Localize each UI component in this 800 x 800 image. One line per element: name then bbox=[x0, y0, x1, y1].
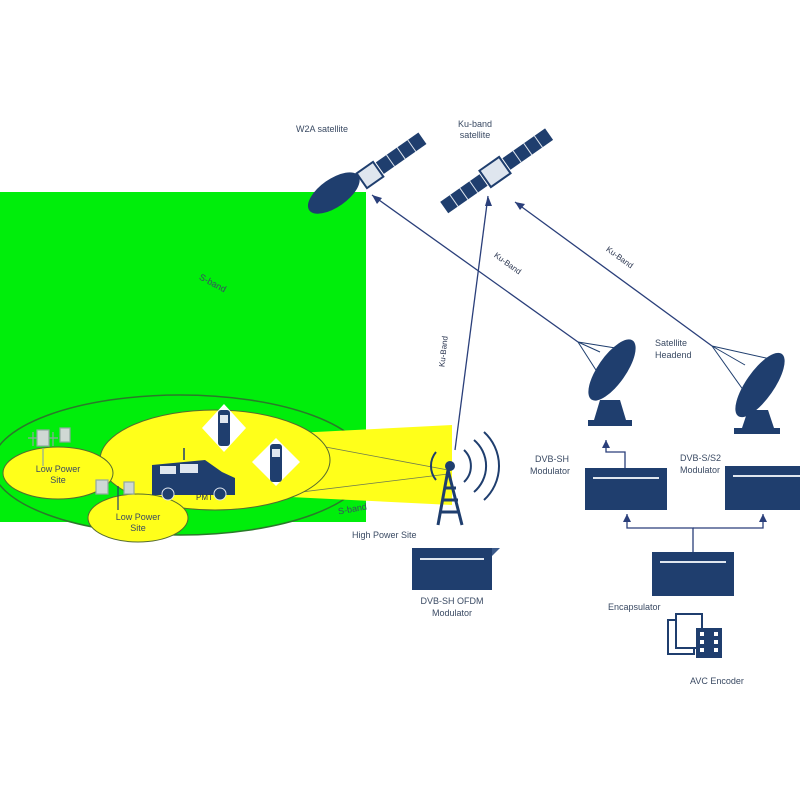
link-dish-to-dvbsh bbox=[605, 440, 626, 468]
low-power-site-1-label-line2: Site bbox=[50, 475, 66, 485]
high-power-site-label: High Power Site bbox=[352, 530, 417, 540]
dvbs2-modulator-label-line2: Modulator bbox=[680, 465, 721, 475]
ofdm-modulator-box-icon bbox=[412, 548, 500, 590]
low-power-site-2-zone bbox=[87, 493, 189, 543]
avc-encoder-files-icon bbox=[667, 613, 722, 658]
dvbs2-modulator-label-line1: DVB-S/S2 bbox=[680, 453, 722, 463]
satellite-dish-2-icon bbox=[711, 345, 785, 434]
low-power-antenna-icon-2 bbox=[95, 479, 135, 510]
link-ku-to-tower bbox=[454, 195, 489, 451]
avc-encoder-label: AVC Encoder bbox=[690, 676, 744, 686]
link-encap-to-modulators bbox=[626, 514, 694, 552]
low-power-site-2-label-line2: Site bbox=[130, 523, 146, 533]
van-label: PMT bbox=[196, 493, 213, 502]
dvbsh-modulator-label-line1: DVB-SH bbox=[535, 454, 570, 464]
w2a-satellite-label: W2A satellite bbox=[296, 124, 349, 134]
ofdm-modulator-label-line1: DVB-SH OFDM bbox=[420, 596, 484, 606]
arrowheads bbox=[372, 195, 767, 522]
ofdm-modulator-label-line2: Modulator bbox=[431, 608, 473, 618]
dvbsh-modulator-label-line2: Modulator bbox=[530, 466, 571, 476]
low-power-site-1-zone bbox=[2, 446, 114, 500]
ku-satellite-label-line2: satellite bbox=[459, 130, 491, 140]
dvbsh-modulator-box-icon bbox=[585, 468, 667, 510]
link-ku-to-headend-2 bbox=[514, 201, 713, 347]
ku-band-satellite-icon bbox=[440, 128, 554, 214]
w2a-satellite-icon bbox=[307, 132, 427, 214]
satellite-headend-dish-icon bbox=[577, 339, 636, 426]
ku-satellite-label-line1: Ku-band bbox=[457, 119, 493, 129]
mobile-phone-icon-2 bbox=[252, 438, 300, 486]
van-icon bbox=[152, 448, 235, 501]
encapsulator-box-icon bbox=[652, 552, 734, 596]
mobile-phone-icon bbox=[202, 404, 246, 452]
dvbs2-modulator-box-icon bbox=[725, 466, 800, 510]
low-power-antenna-icon bbox=[28, 427, 71, 466]
low-power-site-1-label-line1: Low Power bbox=[35, 464, 81, 474]
satellite-headend-label-line1: Satellite bbox=[655, 338, 688, 348]
link-encap-to-dvbs2 bbox=[693, 514, 764, 529]
link-w2a-to-headend bbox=[371, 194, 579, 343]
high-power-tower-icon bbox=[429, 431, 501, 526]
satellite-headend-label-line2: Headend bbox=[655, 350, 692, 360]
low-power-site-2-label-line1: Low Power bbox=[115, 512, 161, 522]
encapsulator-label: Encapsulator bbox=[608, 602, 661, 612]
